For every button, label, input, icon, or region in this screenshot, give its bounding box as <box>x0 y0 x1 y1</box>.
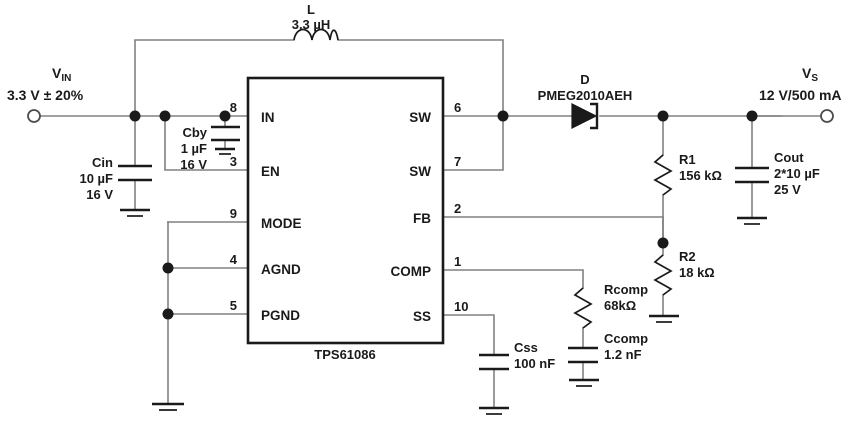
pin-number-9: 9 <box>230 206 237 221</box>
wire-sw7 <box>442 115 504 171</box>
pin-label-ss: SS <box>413 309 431 324</box>
component-resistor-rcomp[interactable] <box>573 287 593 329</box>
label-vin-name: VIN <box>52 65 71 84</box>
ground-symbol-cin <box>120 208 150 217</box>
comp-network-wires <box>442 269 584 381</box>
label-r2-ref: R2 <box>679 249 696 264</box>
label-css-value: 100 nF <box>514 356 555 371</box>
wire-comp-to-rcomp <box>442 269 584 289</box>
label-vin-spec: 3.3 V ± 20% <box>7 87 84 103</box>
label-cout-rating: 25 V <box>774 182 801 197</box>
pin-number-3: 3 <box>230 154 237 169</box>
label-cby-value: 1 µF <box>181 141 207 156</box>
component-capacitor-css[interactable] <box>479 353 509 371</box>
pin-label-mode: MODE <box>261 216 302 231</box>
pin-label-fb: FB <box>413 211 431 226</box>
wire-ind-left <box>134 39 295 117</box>
pin-number-2: 2 <box>454 201 461 216</box>
label-ic-part-number: TPS61086 <box>314 347 375 362</box>
component-capacitor-cin[interactable] <box>118 164 152 182</box>
ground-symbol-css <box>479 406 509 415</box>
terminal-vs[interactable] <box>820 109 834 123</box>
ground-symbol-r2 <box>649 314 679 323</box>
label-r1-ref: R1 <box>679 152 696 167</box>
junction-vin <box>129 110 141 122</box>
ground-symbol-ccomp <box>569 378 599 387</box>
label-cby-ref: Cby <box>182 125 207 140</box>
component-capacitor-cout[interactable] <box>735 166 769 184</box>
label-ccomp-ref: Ccomp <box>604 331 648 346</box>
terminal-vin[interactable] <box>27 109 41 123</box>
pin-label-pgnd: PGND <box>261 308 300 323</box>
pin-label-comp: COMP <box>391 264 432 279</box>
label-diode-value: PMEG2010AEH <box>538 88 633 103</box>
wire-fb-feedback <box>442 216 664 244</box>
wire-en-tie <box>164 115 249 171</box>
label-r2-value: 18 kΩ <box>679 265 715 280</box>
pin-number-6: 6 <box>454 100 461 115</box>
component-diode-d[interactable] <box>571 102 599 130</box>
component-resistor-r2[interactable] <box>653 254 673 296</box>
vin-rail-wires <box>39 115 249 211</box>
label-cby-rating: 16 V <box>180 157 207 172</box>
label-vs-name: VS <box>802 65 818 84</box>
label-cin-rating: 16 V <box>86 187 113 202</box>
pin-number-1: 1 <box>454 254 461 269</box>
component-capacitor-ccomp[interactable] <box>568 346 598 364</box>
junction-en <box>159 110 171 122</box>
ss-network-wires <box>442 314 495 409</box>
pin-number-10: 10 <box>454 299 468 314</box>
ground-symbol-left-rail <box>152 402 184 411</box>
component-resistor-r1[interactable] <box>653 154 673 196</box>
junction-cby <box>219 110 231 122</box>
ic-body-tps61086[interactable] <box>246 76 445 345</box>
junction-cout <box>746 110 758 122</box>
ground-symbol-cout <box>737 216 767 225</box>
pin-label-sw-6: SW <box>409 110 431 125</box>
junction-vout <box>657 110 669 122</box>
pin-number-7: 7 <box>454 154 461 169</box>
junction-fb <box>657 237 669 249</box>
label-cout-ref: Cout <box>774 150 804 165</box>
label-cout-value: 2*10 µF <box>774 166 820 181</box>
pin-number-8: 8 <box>230 100 237 115</box>
label-rcomp-value: 68kΩ <box>604 298 636 313</box>
ground-symbol-cby <box>215 147 235 155</box>
component-capacitor-cby[interactable] <box>211 125 240 142</box>
pin-label-in: IN <box>261 110 275 125</box>
inductor-loop-wires <box>134 39 504 117</box>
pin-number-4: 4 <box>230 252 238 267</box>
pin-label-agnd: AGND <box>261 262 301 277</box>
pin-number-5: 5 <box>230 298 237 313</box>
label-rcomp-ref: Rcomp <box>604 282 648 297</box>
wire-ind-right <box>337 39 504 117</box>
label-css-ref: Css <box>514 340 538 355</box>
label-cin-ref: Cin <box>92 155 113 170</box>
sw-node-wires <box>442 115 782 171</box>
label-inductor-ref: L <box>307 2 315 17</box>
pin-label-en: EN <box>261 164 280 179</box>
label-cin-value: 10 µF <box>79 171 113 186</box>
label-vs-spec: 12 V/500 mA <box>759 87 842 103</box>
junction-pgnd <box>162 308 174 320</box>
label-inductor-value: 3.3 µH <box>292 17 331 32</box>
junction-agnd <box>162 262 174 274</box>
junction-sw <box>497 110 509 122</box>
label-r1-value: 156 kΩ <box>679 168 722 183</box>
pin-label-sw-7: SW <box>409 164 431 179</box>
output-divider-wires <box>662 115 823 317</box>
label-ccomp-value: 1.2 nF <box>604 347 642 362</box>
wire-ss-to-css <box>442 314 495 356</box>
junction-dots <box>129 110 758 320</box>
label-diode-ref: D <box>580 72 589 87</box>
ground-rail-wires <box>167 221 249 405</box>
component-inductor-L[interactable] <box>293 28 339 41</box>
